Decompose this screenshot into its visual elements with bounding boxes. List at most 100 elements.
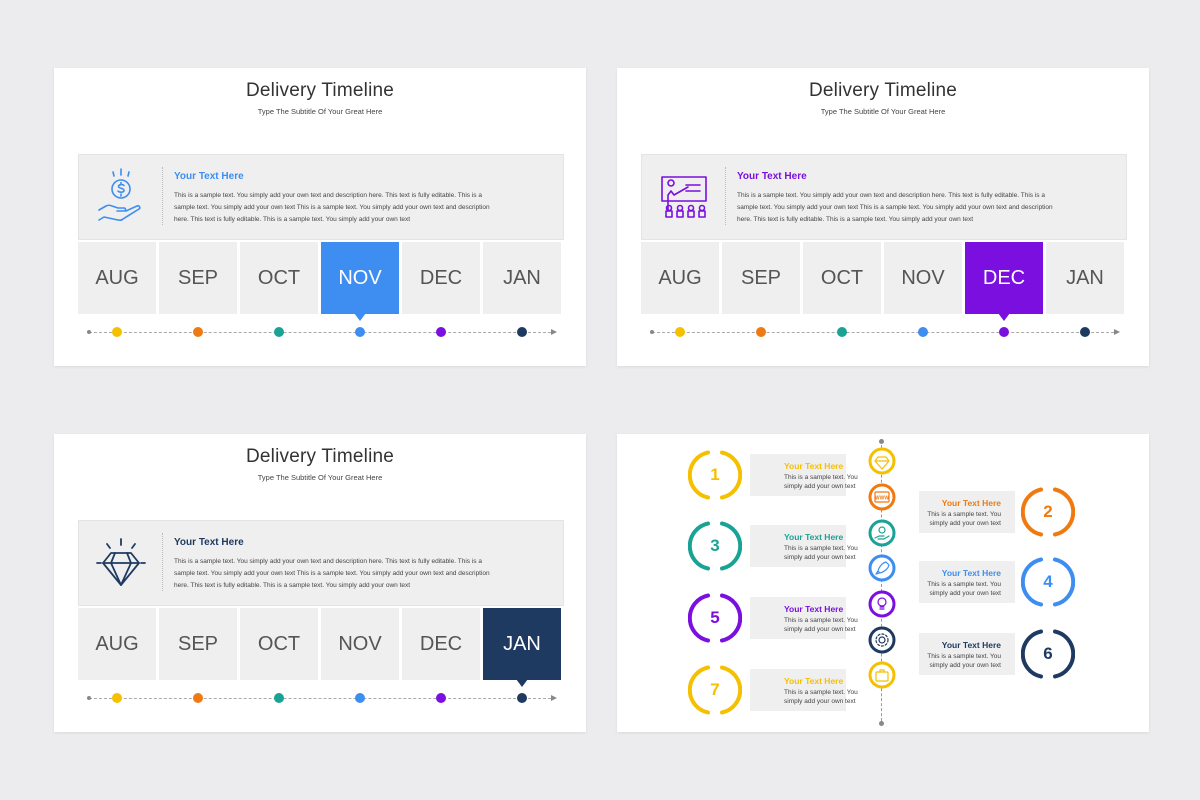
step-heading: Your Text Here [941, 640, 1001, 650]
center-node-3 [868, 519, 896, 547]
step-body: This is a sample text. You simply add yo… [927, 581, 1001, 597]
step-number-ring-1: 1 [687, 448, 743, 502]
center-line [881, 440, 882, 726]
center-node-2: WWW [868, 483, 896, 511]
slide-subtitle: Type The Subtitle Of Your Great Here [257, 473, 383, 482]
timeline-dot[interactable] [999, 327, 1009, 337]
month-tab-nov[interactable]: NOV [321, 242, 399, 321]
timeline-dot[interactable] [355, 693, 365, 703]
step-body: This is a sample text. You simply add yo… [784, 545, 858, 561]
info-box: Your Text Here This is a sample text. Yo… [641, 154, 1127, 240]
timeline-dot[interactable] [193, 693, 203, 703]
month-tab-nov[interactable]: NOV [884, 242, 962, 314]
timeline-dot[interactable] [355, 327, 365, 337]
step-number-ring-7: 7 [687, 663, 743, 717]
lightbulb-icon [868, 590, 896, 618]
timeline-track [650, 327, 1120, 337]
www-icon: WWW [868, 483, 896, 511]
month-tab-aug[interactable]: AUG [78, 242, 156, 314]
info-heading: Your Text Here [174, 537, 244, 548]
month-tab-sep[interactable]: SEP [159, 608, 237, 680]
briefcase-icon [868, 661, 896, 689]
step-number-ring-2: 2 [1020, 485, 1076, 539]
month-tab-oct[interactable]: OCT [803, 242, 881, 314]
step-number: 3 [710, 536, 720, 555]
step-number: 4 [1043, 572, 1053, 591]
step-heading: Your Text Here [784, 461, 844, 471]
month-tab-dec[interactable]: DEC [965, 242, 1043, 321]
timeline-dot[interactable] [517, 693, 527, 703]
step-number: 6 [1043, 644, 1053, 663]
slide-subtitle: Type The Subtitle Of Your Great Here [820, 107, 946, 116]
active-pointer [354, 313, 366, 321]
step-body: This is a sample text. You simply add yo… [784, 617, 858, 633]
step-number-ring-5: 5 [687, 591, 743, 645]
month-tab-jan[interactable]: JAN [1046, 242, 1124, 314]
slide-timeline-nov: Delivery Timeline Type The Subtitle Of Y… [54, 68, 586, 366]
info-heading: Your Text Here [737, 171, 807, 182]
month-tab-dec[interactable]: DEC [402, 242, 480, 314]
step-body: This is a sample text. You simply add yo… [927, 653, 1001, 669]
divider [725, 167, 726, 225]
timeline-dot[interactable] [274, 327, 284, 337]
month-tab-oct[interactable]: OCT [240, 608, 318, 680]
divider [162, 533, 163, 591]
slide-timeline-dec: Delivery Timeline Type The Subtitle Of Y… [617, 68, 1149, 366]
timeline-dot[interactable] [193, 327, 203, 337]
step-number-ring-3: 3 [687, 519, 743, 573]
timeline-dot[interactable] [1080, 327, 1090, 337]
month-tab-nov[interactable]: NOV [321, 608, 399, 680]
month-tab-aug[interactable]: AUG [78, 608, 156, 680]
timeline-dot[interactable] [918, 327, 928, 337]
diamond-icon [868, 447, 896, 475]
timeline-track [87, 693, 557, 703]
money-hand-icon [98, 168, 141, 221]
timeline-dot[interactable] [436, 693, 446, 703]
month-tab-sep[interactable]: SEP [159, 242, 237, 314]
timeline-dot[interactable] [274, 693, 284, 703]
slide-timeline-jan: Delivery Timeline Type The Subtitle Of Y… [54, 434, 586, 732]
step-number-ring-4: 4 [1020, 555, 1076, 609]
slide-subtitle: Type The Subtitle Of Your Great Here [257, 107, 383, 116]
timeline-dot[interactable] [112, 327, 122, 337]
center-node-1 [868, 447, 896, 475]
step-body: This is a sample text. You simply add yo… [784, 689, 858, 705]
timeline-dot[interactable] [517, 327, 527, 337]
info-body: This is a sample text. You simply add yo… [174, 192, 490, 223]
center-node-4 [868, 554, 896, 582]
month-tab-jan[interactable]: JAN [483, 242, 561, 314]
rocket-icon [868, 554, 896, 582]
timeline-dot[interactable] [436, 327, 446, 337]
gear-icon [868, 626, 896, 654]
money-hand-icon [868, 519, 896, 547]
step-number-ring-6: 6 [1020, 627, 1076, 681]
month-tab-jan[interactable]: JAN [483, 608, 561, 687]
step-heading: Your Text Here [784, 532, 844, 542]
info-box: Your Text Here This is a sample text. Yo… [78, 520, 564, 606]
timeline-dot[interactable] [837, 327, 847, 337]
timeline-dot[interactable] [756, 327, 766, 337]
month-tab-sep[interactable]: SEP [722, 242, 800, 314]
month-tab-dec[interactable]: DEC [402, 608, 480, 680]
info-body: This is a sample text. You simply add yo… [737, 192, 1053, 223]
step-heading: Your Text Here [784, 676, 844, 686]
timeline-dot[interactable] [112, 693, 122, 703]
line-end-dot [879, 721, 884, 726]
active-pointer [516, 679, 528, 687]
timeline-dot[interactable] [675, 327, 685, 337]
month-tab-aug[interactable]: AUG [641, 242, 719, 314]
step-number: 5 [710, 608, 720, 627]
month-tab-oct[interactable]: OCT [240, 242, 318, 314]
diamond-icon [96, 538, 146, 586]
center-node-5 [868, 590, 896, 618]
info-heading: Your Text Here [174, 171, 244, 182]
